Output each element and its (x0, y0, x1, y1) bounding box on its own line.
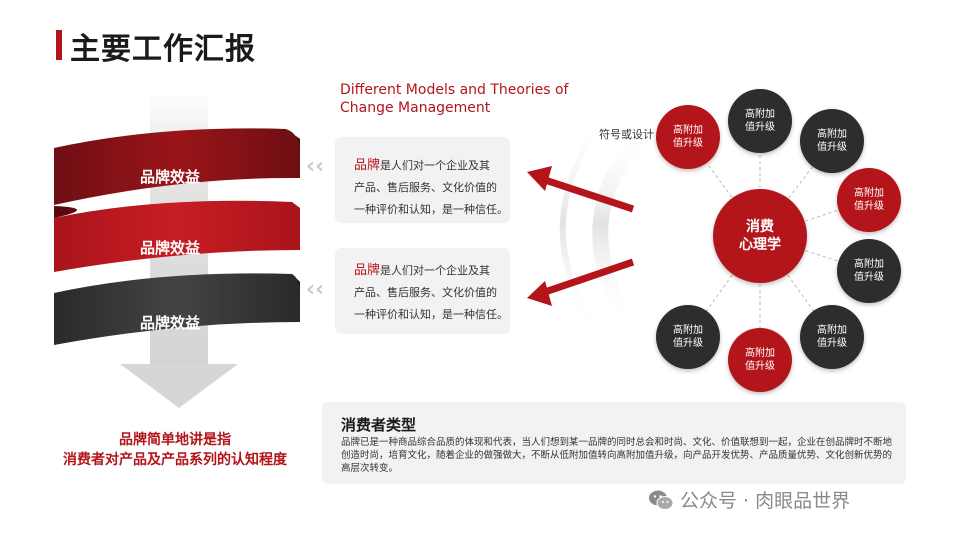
card-line: 是人们对一个企业及其 (380, 264, 490, 277)
caption-line-1: 品牌简单地讲是指 (50, 430, 300, 450)
wechat-icon (648, 489, 674, 511)
consumer-type-body: 品牌已是一种商品综合品质的体现和代表，当人们想到某一品牌的同时总会和时尚、文化、… (341, 436, 897, 475)
brand-card-1-text: 品牌是人们对一个企业及其 产品、售后服务、文化价值的 一种评价和认知，是一种信任… (354, 155, 508, 221)
diagram-node-8: 高附加 值升级 (656, 105, 720, 169)
watermark-text: 公众号 · 肉眼品世界 (680, 486, 850, 513)
card-line: 一种评价和认知，是一种信任。 (354, 199, 508, 221)
ribbon-label-2: 品牌效益 (140, 237, 200, 258)
brand-card-2-text: 品牌是人们对一个企业及其 产品、售后服务、文化价值的 一种评价和认知，是一种信任… (354, 260, 508, 326)
diagram-node-4: 高附加 值升级 (837, 239, 901, 303)
diagram-node-1: 高附加 值升级 (728, 89, 792, 153)
consumer-type-title: 消费者类型 (341, 414, 416, 435)
card-highlight: 品牌 (354, 158, 380, 173)
diagram-node-2: 高附加 值升级 (800, 109, 864, 173)
node-label: 高附加 值升级 (854, 187, 884, 213)
node-label: 高附加 值升级 (673, 124, 703, 150)
node-label: 高附加 值升级 (673, 324, 703, 350)
node-label: 高附加 值升级 (817, 128, 847, 154)
chevron-left-icon: ‹‹ (306, 277, 324, 302)
ribbon-label-3: 品牌效益 (140, 312, 200, 333)
diagram-node-5: 高附加 值升级 (800, 305, 864, 369)
wechat-watermark: 公众号 · 肉眼品世界 (648, 486, 850, 513)
node-label: 高附加 值升级 (854, 258, 884, 284)
caption-line-2: 消费者对产品及产品系列的认知程度 (50, 450, 300, 470)
symbol-design-caption: 符号或设计 (599, 126, 654, 142)
card-highlight: 品牌 (354, 263, 380, 278)
brand-definition-caption: 品牌简单地讲是指 消费者对产品及产品系列的认知程度 (50, 430, 300, 470)
node-label: 高附加 值升级 (817, 324, 847, 350)
card-line: 是人们对一个企业及其 (380, 159, 490, 172)
diagram-center-node: 消费 心理学 (713, 189, 807, 283)
card-line: 产品、售后服务、文化价值的 (354, 282, 508, 304)
diagram-node-7: 高附加 值升级 (656, 305, 720, 369)
center-label: 消费 心理学 (739, 218, 781, 254)
node-label: 高附加 值升级 (745, 108, 775, 134)
ribbon-label-1: 品牌效益 (140, 166, 200, 187)
diagram-node-6: 高附加 值升级 (728, 328, 792, 392)
card-line: 产品、售后服务、文化价值的 (354, 177, 508, 199)
diagram-node-3: 高附加 值升级 (837, 168, 901, 232)
node-label: 高附加 值升级 (745, 347, 775, 373)
chevron-left-icon: ‹‹ (306, 154, 324, 179)
card-line: 一种评价和认知，是一种信任。 (354, 304, 508, 326)
english-subtitle: Different Models and Theories of Change … (340, 81, 580, 117)
